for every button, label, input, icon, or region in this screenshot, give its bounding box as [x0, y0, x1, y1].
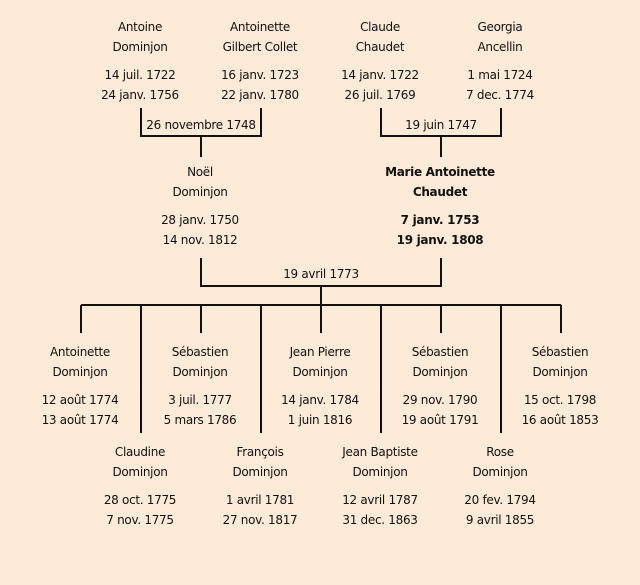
- last-name: Dominjon: [352, 465, 408, 479]
- death-date: 13 août 1774: [41, 413, 119, 427]
- first-name: Georgia: [477, 20, 523, 34]
- spacer: [15, 382, 145, 390]
- first-name: Claudine: [114, 445, 166, 459]
- last-name: Dominjon: [292, 365, 348, 379]
- last-name: Dominjon: [412, 365, 468, 379]
- death-date: 19 août 1791: [401, 413, 479, 427]
- first-name: Jean Pierre: [289, 345, 351, 359]
- last-name: Dominjon: [532, 365, 588, 379]
- birth-date: 12 avril 1787: [342, 493, 418, 507]
- spacer: [195, 57, 325, 65]
- death-date: 24 janv. 1756: [101, 88, 179, 102]
- first-name: Antoinette: [230, 20, 290, 34]
- spacer: [435, 57, 565, 65]
- last-name: Chaudet: [412, 185, 468, 199]
- last-name: Dominjon: [232, 465, 288, 479]
- death-date: 5 mars 1786: [163, 413, 237, 427]
- death-date: 9 avril 1855: [465, 513, 535, 527]
- first-name: Antoine: [117, 20, 163, 34]
- death-date: 31 dec. 1863: [342, 513, 418, 527]
- connector-children-bottom: [140, 305, 502, 433]
- last-name: Dominjon: [52, 365, 108, 379]
- last-name: Dominjon: [172, 185, 228, 199]
- last-name: Dominjon: [112, 465, 168, 479]
- first-name: Marie Antoinette: [385, 165, 495, 179]
- spacer: [495, 382, 625, 390]
- spacer: [315, 57, 445, 65]
- last-name: Chaudet: [355, 40, 405, 54]
- spacer: [195, 482, 325, 490]
- death-date: 1 juin 1816: [287, 413, 353, 427]
- connector-grandparents-left: [140, 108, 262, 157]
- marriage-date: 19 juin 1747: [405, 118, 477, 132]
- first-name: François: [236, 445, 284, 459]
- last-name: Dominjon: [472, 465, 528, 479]
- spacer: [375, 202, 505, 210]
- death-date: 26 juil. 1769: [344, 88, 416, 102]
- spacer: [315, 482, 445, 490]
- spacer: [135, 202, 265, 210]
- first-name: Antoinette: [50, 345, 110, 359]
- birth-date: 29 nov. 1790: [402, 393, 478, 407]
- death-date: 22 janv. 1780: [221, 88, 299, 102]
- death-date: 19 janv. 1808: [396, 233, 484, 247]
- birth-date: 12 août 1774: [41, 393, 119, 407]
- spacer: [255, 382, 385, 390]
- birth-date: 16 janv. 1723: [221, 68, 299, 82]
- birth-date: 15 oct. 1798: [523, 393, 597, 407]
- marriage-date: 26 novembre 1748: [146, 118, 256, 132]
- death-date: 16 août 1853: [521, 413, 599, 427]
- spacer: [75, 57, 205, 65]
- spacer: [75, 482, 205, 490]
- death-date: 7 nov. 1775: [106, 513, 174, 527]
- last-name: Dominjon: [112, 40, 168, 54]
- first-name: Sébastien: [531, 345, 589, 359]
- last-name: Dominjon: [172, 365, 228, 379]
- birth-date: 20 fev. 1794: [464, 493, 536, 507]
- spacer: [135, 382, 265, 390]
- marriage-date: 19 avril 1773: [283, 267, 359, 281]
- death-date: 27 nov. 1817: [222, 513, 298, 527]
- birth-date: 1 mai 1724: [467, 68, 533, 82]
- spacer: [435, 482, 565, 490]
- birth-date: 14 janv. 1784: [281, 393, 359, 407]
- connector-children-top: [80, 305, 562, 333]
- spacer: [375, 382, 505, 390]
- birth-date: 28 oct. 1775: [103, 493, 177, 507]
- birth-date: 3 juil. 1777: [168, 393, 232, 407]
- death-date: 7 dec. 1774: [466, 88, 534, 102]
- connector-grandparents-right: [380, 108, 502, 157]
- first-name: Rose: [486, 445, 514, 459]
- connector-parents: [200, 258, 442, 305]
- first-name: Jean Baptiste: [342, 445, 418, 459]
- first-name: Sébastien: [411, 345, 469, 359]
- birth-date: 28 janv. 1750: [161, 213, 239, 227]
- birth-date: 14 juil. 1722: [104, 68, 176, 82]
- birth-date: 1 avril 1781: [225, 493, 295, 507]
- first-name: Noël: [187, 165, 213, 179]
- birth-date: 7 janv. 1753: [400, 213, 480, 227]
- first-name: Sébastien: [171, 345, 229, 359]
- last-name: Ancellin: [477, 40, 523, 54]
- last-name: Gilbert Collet: [222, 40, 298, 54]
- birth-date: 14 janv. 1722: [341, 68, 419, 82]
- first-name: Claude: [360, 20, 400, 34]
- death-date: 14 nov. 1812: [162, 233, 238, 247]
